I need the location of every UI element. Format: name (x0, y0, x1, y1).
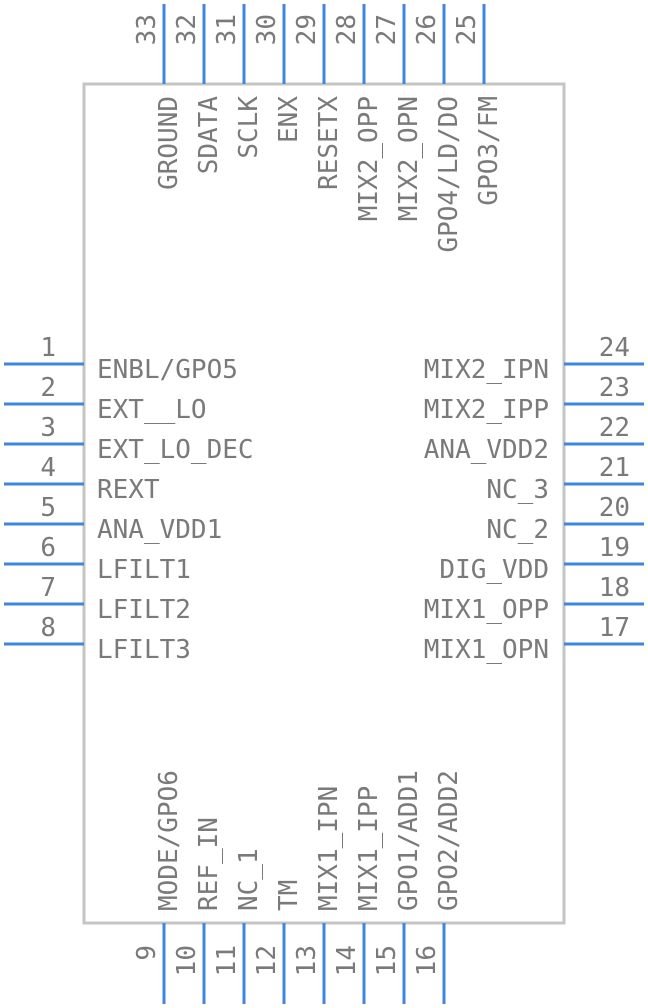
pin-number: 29 (292, 14, 322, 45)
pin-label: GPO2/ADD2 (434, 770, 464, 911)
pin-label: GPO4/LD/DO (434, 96, 464, 253)
pin-label: MIX1_IPP (354, 786, 384, 911)
pin-label: ENBL/GPO5 (97, 355, 238, 385)
pin-label: GPO1/ADD1 (394, 770, 424, 911)
pin-number: 14 (332, 945, 362, 976)
pin-label: REXT (97, 475, 160, 505)
pin-label: EXT_LO_DEC (97, 435, 254, 465)
pin-number: 23 (599, 373, 630, 403)
pin-number: 17 (599, 613, 630, 643)
pin-label: NC_1 (234, 848, 264, 911)
pin-label: MIX1_OPP (424, 595, 549, 625)
pin-label: ANA_VDD1 (97, 515, 222, 545)
pin-number: 26 (412, 14, 442, 45)
pin-label: EXT__LO (97, 395, 207, 425)
pin-number: 30 (252, 14, 282, 45)
pin-number: 19 (599, 533, 630, 563)
pin-label: MIX2_OPP (354, 96, 384, 221)
pin-number: 9 (132, 945, 162, 961)
pin-label: NC_2 (486, 515, 549, 545)
pin-label: REF_IN (194, 817, 224, 911)
pin-number: 8 (40, 613, 56, 643)
pin-label: SDATA (194, 96, 224, 175)
pin-number: 11 (212, 945, 242, 976)
pin-label: LFILT3 (97, 635, 191, 665)
pin-label: MIX2_IPN (424, 355, 549, 385)
pin-label: SCLK (234, 96, 264, 159)
pin-label: TM (274, 880, 304, 911)
pin-number: 31 (212, 14, 242, 45)
pin-number: 2 (40, 373, 56, 403)
pin-number: 33 (132, 14, 162, 45)
pin-label: LFILT1 (97, 555, 191, 585)
pin-number: 24 (599, 333, 630, 363)
pin-number: 4 (40, 453, 56, 483)
pin-number: 32 (172, 14, 202, 45)
pin-number: 7 (40, 573, 56, 603)
pin-label: MIX2_OPN (394, 96, 424, 221)
pin-label: GROUND (154, 96, 184, 190)
pin-label: GPO3/FM (474, 96, 504, 206)
pin-number: 25 (452, 14, 482, 45)
pin-label: LFILT2 (97, 595, 191, 625)
pin-number: 18 (599, 573, 630, 603)
pin-label: MIX1_OPN (424, 635, 549, 665)
pin-label: NC_3 (486, 475, 549, 505)
pin-number: 27 (372, 14, 402, 45)
pin-number: 16 (412, 945, 442, 976)
pin-number: 13 (292, 945, 322, 976)
pin-label: DIG_VDD (439, 555, 549, 585)
pin-label: ENX (274, 96, 304, 143)
pin-number: 6 (40, 533, 56, 563)
pin-number: 15 (372, 945, 402, 976)
pin-number: 21 (599, 453, 630, 483)
pin-number: 22 (599, 413, 630, 443)
pin-label: MODE/GPO6 (154, 770, 184, 911)
pin-number: 10 (172, 945, 202, 976)
pin-number: 28 (332, 14, 362, 45)
pin-number: 1 (40, 333, 56, 363)
pin-label: MIX2_IPP (424, 395, 549, 425)
pin-number: 5 (40, 493, 56, 523)
pins-layer: 1ENBL/GPO52EXT__LO3EXT_LO_DEC4REXT5ANA_V… (4, 4, 644, 1004)
pin-number: 20 (599, 493, 630, 523)
pin-label: ANA_VDD2 (424, 435, 549, 465)
pin-number: 12 (252, 945, 282, 976)
pin-label: MIX1_IPN (314, 786, 344, 911)
pin-number: 3 (40, 413, 56, 443)
pin-label: RESETX (314, 96, 344, 190)
